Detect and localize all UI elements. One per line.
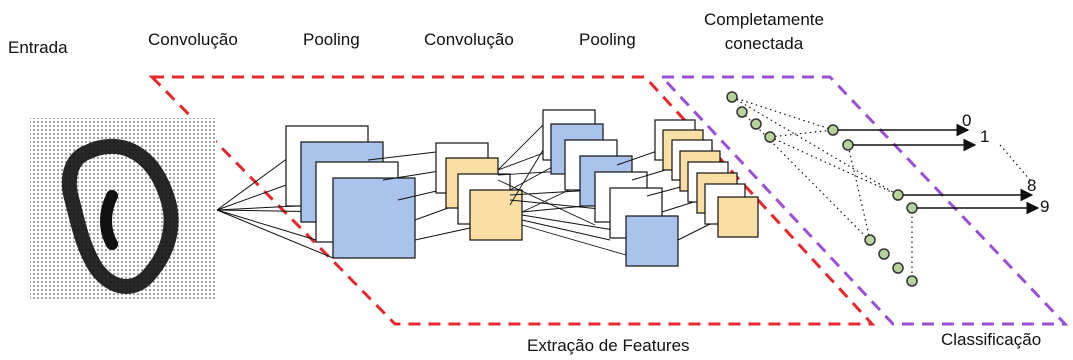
hidden-neurons xyxy=(827,124,918,214)
neuron xyxy=(750,118,762,130)
feature-extraction-label: Extração de Features xyxy=(527,336,690,355)
output-class-labels: 0 1 8 9 xyxy=(962,111,1049,216)
neuron xyxy=(726,91,738,103)
convolution-2-maps xyxy=(542,109,679,267)
pooling-1-label: Pooling xyxy=(303,30,360,49)
flattened-neurons xyxy=(726,91,918,287)
convolution-1-maps xyxy=(285,125,416,259)
neuron xyxy=(842,139,854,151)
neuron xyxy=(906,275,918,287)
output-label-1: 1 xyxy=(980,127,989,146)
fully-connected-label-line1: Completamente xyxy=(703,10,824,29)
input-digit-image xyxy=(30,118,216,300)
convolution-1-label: Convolução xyxy=(148,30,238,49)
conv1-map-4 xyxy=(332,177,416,259)
neuron xyxy=(906,202,918,214)
output-label-8: 8 xyxy=(1027,176,1036,195)
neuron xyxy=(892,189,904,201)
neuron xyxy=(878,248,890,260)
pooling-1-maps xyxy=(435,142,523,241)
pooling-2-label: Pooling xyxy=(579,30,636,49)
classification-region xyxy=(658,75,1069,326)
neuron xyxy=(864,234,876,246)
convolution-2-label: Convolução xyxy=(424,30,514,49)
output-label-9: 9 xyxy=(1040,197,1049,216)
neuron xyxy=(827,124,839,136)
output-label-0: 0 xyxy=(962,111,971,130)
pooling-2-maps xyxy=(654,119,759,238)
neuron xyxy=(764,131,776,143)
feature-extraction-region xyxy=(148,75,876,326)
fc-dotted-connections xyxy=(731,96,1031,278)
conv1-pool1-connections xyxy=(367,151,471,241)
classification-label: Classificação xyxy=(941,330,1042,349)
input-label: Entrada xyxy=(8,38,68,57)
pool2-map-8 xyxy=(717,196,759,238)
output-arrows xyxy=(838,123,1040,215)
conv2-map-7 xyxy=(625,215,679,267)
neuron xyxy=(892,262,904,274)
neuron xyxy=(736,106,748,118)
fully-connected-label-line2: conectada xyxy=(724,34,804,53)
